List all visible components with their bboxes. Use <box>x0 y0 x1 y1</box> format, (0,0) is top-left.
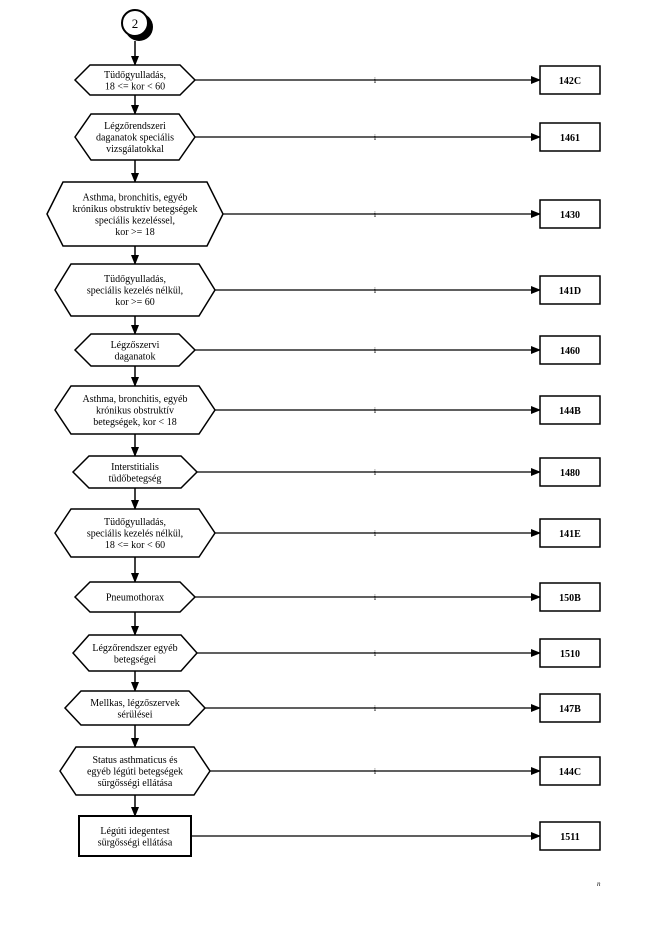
result-box <box>539 638 601 668</box>
final-result-code: 1511 <box>560 832 579 843</box>
decision-label: sérülései <box>118 709 153 720</box>
result-box <box>539 582 601 612</box>
result-box <box>539 395 601 425</box>
result-code: 141E <box>559 529 581 540</box>
branch-label: i <box>374 406 377 415</box>
decision-label: Tüdőgyulladás, <box>104 70 166 81</box>
result-code: 1510 <box>560 649 580 660</box>
decision-label: egyéb légúti betegségek <box>87 767 183 778</box>
branch-label: i <box>374 593 377 602</box>
decision-label: speciális kezeléssel, <box>95 215 175 226</box>
decision-label: sürgősségi ellátása <box>98 778 173 789</box>
decision-label: Status asthmaticus és <box>93 755 178 766</box>
final-label: sürgősségi ellátása <box>98 837 173 848</box>
decision-label: betegségei <box>114 654 156 665</box>
decision-label: Mellkas, légzőszervek <box>90 698 179 709</box>
result-code: 150B <box>559 593 581 604</box>
result-code: 1460 <box>560 346 580 357</box>
decision-node: Pneumothorax i 150B <box>73 557 601 613</box>
footnote: n <box>597 880 601 888</box>
result-box <box>539 756 601 786</box>
result-box <box>539 693 601 723</box>
decision-label: daganatok <box>114 351 155 362</box>
decision-label: daganatok speciális <box>96 133 174 144</box>
result-box <box>539 65 601 95</box>
result-code: 1430 <box>560 210 580 221</box>
branch-label: i <box>374 76 377 85</box>
final-label: Légúti idegentest <box>100 826 169 837</box>
decision-label: tüdőbetegség <box>109 473 162 484</box>
decision-label: Légzőszervi <box>111 340 160 351</box>
decision-node: Tüdőgyulladás,speciális kezelés nélkül,k… <box>54 246 601 317</box>
result-code: 141D <box>559 286 581 297</box>
decision-node: Tüdőgyulladás,speciális kezelés nélkül,1… <box>54 488 601 558</box>
result-code: 142C <box>559 76 581 87</box>
result-box <box>539 199 601 229</box>
result-code: 144B <box>559 406 581 417</box>
decision-label: Légzőrendszer egyéb <box>92 643 177 654</box>
result-code: 144C <box>559 767 581 778</box>
decision-label: speciális kezelés nélkül, <box>87 286 183 297</box>
decision-label: Asthma, bronchitis, egyéb <box>83 394 188 405</box>
decision-label: kor >= 18 <box>115 227 155 238</box>
branch-label: i <box>374 704 377 713</box>
result-box <box>539 275 601 305</box>
decision-label: 18 <= kor < 60 <box>105 540 165 551</box>
decision-label: krónikus obstruktív <box>96 406 174 417</box>
decision-label: Tüdőgyulladás, <box>104 517 166 528</box>
result-code: 1461 <box>560 133 580 144</box>
branch-label: i <box>374 210 377 219</box>
start-connector: 2 <box>121 9 153 41</box>
decision-label: speciális kezelés nélkül, <box>87 529 183 540</box>
decision-label: kor >= 60 <box>115 297 155 308</box>
branch-label: i <box>374 767 377 776</box>
result-box <box>539 457 601 487</box>
decision-label: betegségek, kor < 18 <box>93 417 176 428</box>
connector-label: 2 <box>132 16 139 31</box>
decision-label: vizsgálatokkal <box>106 144 164 155</box>
final-result-box <box>539 821 601 851</box>
decision-label: krónikus obstruktív betegségek <box>73 204 198 215</box>
decision-label: Asthma, bronchitis, egyéb <box>83 192 188 203</box>
decision-label: 18 <= kor < 60 <box>105 81 165 92</box>
branch-label: i <box>374 346 377 355</box>
decision-label: Tüdőgyulladás, <box>104 274 166 285</box>
decision-label: Légzőrendszeri <box>104 121 166 132</box>
branch-label: i <box>374 468 377 477</box>
result-code: 147B <box>559 704 581 715</box>
result-box <box>539 335 601 365</box>
branch-label: i <box>374 133 377 142</box>
decision-label: Pneumothorax <box>106 593 164 604</box>
decision-node: Tüdőgyulladás,18 <= kor < 60 i 142C <box>73 41 601 96</box>
decision-label: Interstitialis <box>111 462 159 473</box>
result-box <box>539 518 601 548</box>
branch-label: i <box>374 649 377 658</box>
result-box <box>539 122 601 152</box>
branch-label: i <box>374 529 377 538</box>
branch-label: i <box>374 286 377 295</box>
result-code: 1480 <box>560 468 580 479</box>
